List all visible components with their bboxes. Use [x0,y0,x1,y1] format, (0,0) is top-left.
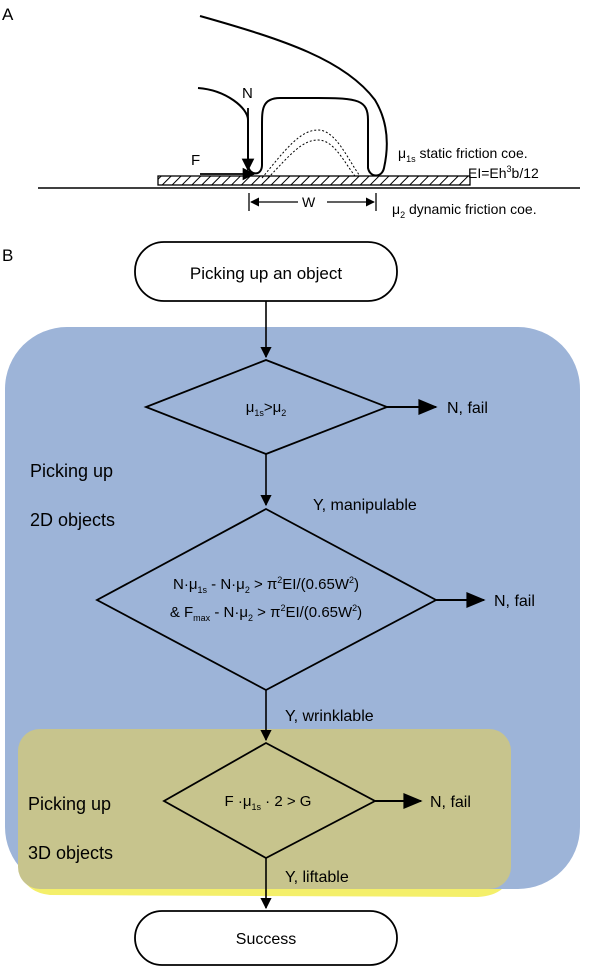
decision1-yes-label: Y, manipulable [313,497,417,514]
finger-outline [197,15,388,177]
region-3d-label-line1: Picking up [28,794,111,814]
ei-formula: EI=Eh3b/12 [468,164,539,181]
pull-force-label: F [191,152,200,169]
decision2-line2: & Fmax - N·μ2 > π2EI/(0.65W2) [170,603,362,623]
wrinkle-dotted-2 [267,139,356,179]
decision2-yes-label: Y, wrinklable [285,708,374,725]
normal-force-label: N [242,85,253,102]
decision1-text: μ1s>μ2 [246,399,287,418]
width-label: W [302,194,316,210]
decision3-yes-label: Y, liftable [285,869,349,886]
thin-sheet [157,175,471,186]
end-label: Success [236,931,296,948]
region-3d [18,729,511,889]
start-label: Picking up an object [190,264,342,283]
region-2d-label-line2: 2D objects [30,510,115,530]
mu2-annotation: μ2 dynamic friction coe. [392,201,537,220]
decision3-text: F ·μ1s · 2 > G [225,793,312,812]
mu1s-annotation: μ1s static friction coe. [398,145,528,164]
panel-a-label: A [2,5,14,24]
decision1-fail-label: N, fail [447,400,488,417]
panel-b-label: B [2,246,13,265]
region-3d-label-line2: 3D objects [28,843,113,863]
end-node [134,910,398,966]
decision3-fail-label: N, fail [430,794,471,811]
decision2-line1: N·μ1s - N·μ2 > π2EI/(0.65W2) [173,575,359,595]
decision2-fail-label: N, fail [494,593,535,610]
region-2d-label-line1: Picking up [30,461,113,481]
wrinkle-dotted-1 [261,129,361,179]
